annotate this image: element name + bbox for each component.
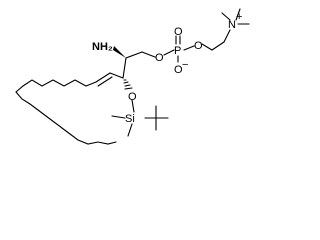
sphingosine-backbone [113, 46, 156, 90]
amine-wedge-bond [113, 46, 126, 58]
si-methyl-left-bond [111, 115, 126, 119]
double-bond-line-1 [95, 72, 111, 83]
p-o-ethyl-bond [183, 45, 195, 51]
choline-group [201, 8, 250, 51]
c4-c3-bond [109, 72, 124, 79]
phosphorus-label: P [174, 45, 181, 57]
double-bond-line-2 [97, 76, 113, 87]
phosphoryl-oxygen-label: O [174, 26, 183, 38]
o-si-bond [131, 99, 135, 113]
amine-label: NH₂ [92, 41, 113, 53]
ester-oxygen-label: O [155, 52, 164, 64]
trans-double-bond [95, 72, 124, 87]
atom-labels: NH₂ O P O O − O N + O Si [92, 11, 242, 125]
ch2-ch2-bond [211, 41, 225, 51]
phosphate-group [163, 35, 195, 63]
tbdms-group [111, 99, 169, 137]
plus-charge-label: + [236, 11, 242, 23]
ammonium-nitrogen-label: N [228, 19, 236, 31]
alkyl-chain [15, 79, 117, 145]
c1-o-bond [141, 51, 156, 58]
ethyl-oxygen-label: O [194, 40, 203, 52]
o-ch2-bond [201, 43, 213, 51]
anionic-oxygen-label: O [174, 64, 183, 76]
c3-c2-bond [122, 57, 127, 79]
n-methyl-1-bond [235, 8, 241, 21]
alkyl-chain-bonds [15, 79, 117, 145]
c2-c1-bond [125, 51, 143, 59]
silyloxy-oxygen-label: O [128, 91, 137, 103]
si-methyl-down-bond [127, 123, 133, 137]
silyloxy-hashed-bond [123, 79, 133, 90]
minus-charge-label: − [182, 59, 188, 71]
chemical-structure: NH₂ O P O O − O N + O Si [15, 8, 250, 145]
ch2-n-bond [223, 29, 231, 43]
o-p-bond [163, 49, 175, 56]
silicon-label: Si [125, 113, 135, 125]
n-methyl-3-bond [221, 12, 231, 21]
